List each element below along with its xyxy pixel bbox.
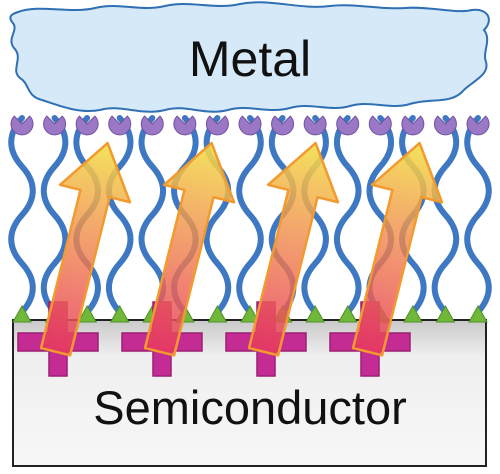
molecule: [464, 115, 492, 323]
metal-label: Metal: [189, 31, 311, 87]
binding-group-icon: [10, 115, 34, 136]
anchor-group-icon: [109, 304, 130, 323]
dipole: [329, 141, 444, 377]
molecule-chain: [40, 115, 69, 315]
binding-group-icon: [75, 115, 99, 136]
anchor-group-icon: [403, 304, 423, 323]
binding-group-icon: [140, 115, 164, 136]
binding-group-icon: [336, 115, 360, 136]
binding-group-icon: [433, 115, 457, 136]
molecule-chain: [8, 115, 36, 315]
molecule: [105, 115, 134, 323]
anchor-group-icon: [435, 304, 456, 323]
anchor-group-icon: [337, 304, 358, 323]
anchor-group-icon: [468, 304, 488, 323]
dipole: [17, 141, 132, 377]
molecule-chain: [431, 115, 460, 315]
molecule-chain: [464, 115, 492, 315]
dipole-arrow-icon: [351, 141, 444, 357]
binding-group-icon: [401, 115, 425, 136]
molecule-chain: [138, 115, 167, 315]
anchor-group-icon: [207, 304, 228, 323]
molecule: [301, 115, 329, 323]
metal-cloud: [9, 1, 490, 113]
binding-group-icon: [271, 115, 295, 136]
binding-group-icon: [238, 115, 262, 136]
molecule-chain: [236, 115, 264, 315]
dipole-arrow-icon: [143, 141, 236, 357]
metal-layer: Metal: [9, 1, 490, 113]
binding-group-icon: [205, 115, 229, 136]
dipole-arrow-icon: [39, 141, 132, 357]
anchor-group-icon: [77, 304, 97, 323]
binding-group-icon: [43, 115, 67, 136]
binding-group-icon: [368, 115, 392, 136]
molecule: [431, 115, 460, 323]
molecule-chain: [333, 115, 362, 315]
anchor-group-icon: [305, 304, 325, 323]
anchor-group-icon: [12, 304, 32, 323]
dipole: [225, 141, 340, 377]
molecule: [8, 115, 36, 323]
molecule-chain: [301, 115, 329, 315]
binding-group-icon: [173, 115, 197, 136]
molecule: [236, 115, 264, 323]
binding-group-icon: [466, 115, 490, 136]
dipole: [121, 141, 236, 377]
dipole-arrow-icon: [247, 141, 340, 357]
molecule: [333, 115, 362, 323]
anchor-group-icon: [240, 304, 260, 323]
binding-group-icon: [108, 115, 132, 136]
dipole-layer: [17, 141, 444, 377]
semiconductor-label: Semiconductor: [93, 381, 407, 434]
molecule-chain: [105, 115, 134, 315]
binding-group-icon: [303, 115, 327, 136]
